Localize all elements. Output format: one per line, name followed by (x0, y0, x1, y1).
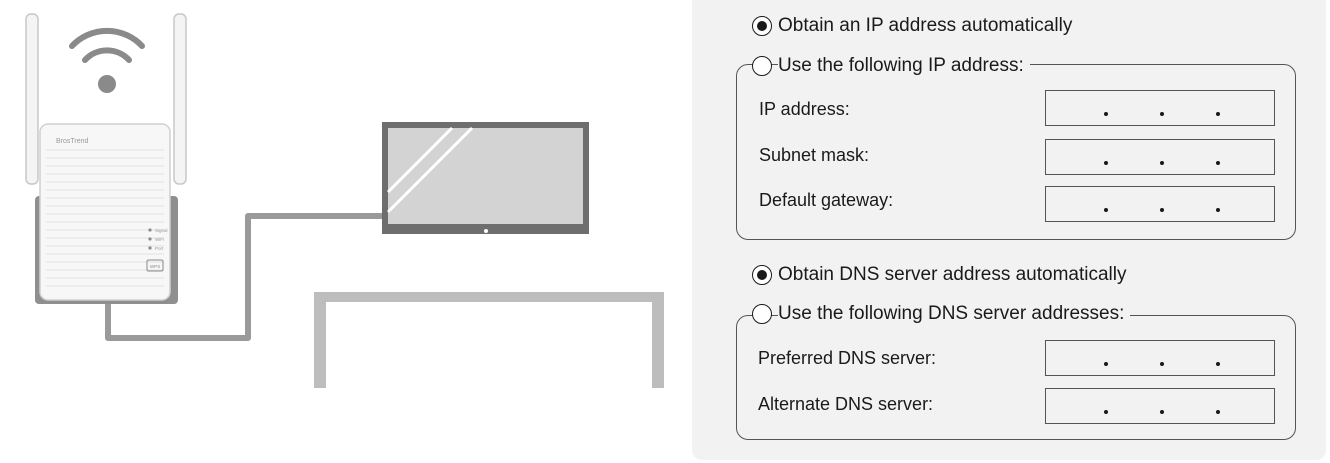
led-label-port: Port (155, 246, 164, 251)
default-gateway-field[interactable] (1045, 186, 1275, 222)
ip-separator-dot (1104, 161, 1108, 165)
ip-manual-radio[interactable] (752, 56, 772, 76)
alternate-dns-label: Alternate DNS server: (758, 394, 934, 414)
ip-separator-dot (1104, 112, 1108, 116)
table-top (314, 292, 664, 302)
monitor-power-dot (484, 229, 488, 233)
dns-manual-radio[interactable] (752, 304, 772, 324)
ip-manual-option[interactable]: Use the following IP address: (752, 55, 1030, 77)
ip-auto-label: Obtain an IP address automatically (778, 15, 1079, 37)
ip-separator-dot (1160, 161, 1164, 165)
default-gateway-label: Default gateway: (759, 190, 894, 210)
right-antenna (173, 13, 187, 185)
wifi-icon-dot (98, 75, 116, 93)
dns-auto-option[interactable]: Obtain DNS server address automatically (752, 264, 1133, 286)
ip-separator-dot (1216, 208, 1220, 212)
monitor-screen (388, 128, 583, 224)
table-left-leg (314, 292, 326, 388)
ip-separator-dot (1160, 410, 1164, 414)
ethernet-cable (105, 213, 384, 341)
left-antenna (25, 13, 39, 185)
dns-auto-radio[interactable] (752, 265, 772, 285)
led-port (148, 246, 152, 250)
preferred-dns-label: Preferred DNS server: (758, 348, 937, 368)
extender-ribs (46, 149, 164, 287)
ip-separator-dot (1216, 112, 1220, 116)
screen-glare-2 (386, 126, 474, 214)
subnet-mask-label: Subnet mask: (759, 145, 870, 165)
network-illustration: BrosTrend Signal WiFi Port WPS (25, 13, 664, 388)
ip-auto-option[interactable]: Obtain an IP address automatically (752, 15, 1079, 37)
ip-separator-dot (1104, 410, 1108, 414)
ip-separator-dot (1104, 208, 1108, 212)
alternate-dns-field[interactable] (1045, 388, 1275, 424)
wps-button (146, 259, 164, 272)
ip-auto-radio[interactable] (752, 16, 772, 36)
dns-manual-option[interactable]: Use the following DNS server addresses: (752, 303, 1131, 325)
dns-auto-label: Obtain DNS server address automatically (778, 264, 1133, 286)
ip-manual-label: Use the following IP address: (778, 55, 1030, 77)
dns-manual-label: Use the following DNS server addresses: (778, 303, 1131, 325)
preferred-dns-field[interactable] (1045, 340, 1275, 376)
led-label-signal: Signal (155, 228, 168, 233)
tcpip-settings-panel: Obtain an IP address automatically Use t… (692, 0, 1326, 460)
wps-button-label: WPS (150, 264, 160, 269)
ip-separator-dot (1104, 362, 1108, 366)
ip-separator-dot (1216, 362, 1220, 366)
ip-separator-dot (1160, 362, 1164, 366)
ip-address-label: IP address: (759, 99, 850, 119)
led-wifi (148, 237, 152, 241)
ip-separator-dot (1216, 161, 1220, 165)
extender-body (39, 123, 171, 301)
wifi-icon (69, 27, 145, 63)
ip-separator-dot (1216, 410, 1220, 414)
ip-address-field[interactable] (1045, 90, 1275, 126)
screen-glare-1 (386, 126, 454, 194)
led-signal (148, 228, 152, 232)
led-label-wifi: WiFi (155, 237, 164, 242)
ip-separator-dot (1160, 208, 1164, 212)
table-right-leg (652, 292, 664, 388)
ip-separator-dot (1160, 112, 1164, 116)
subnet-mask-field[interactable] (1045, 139, 1275, 175)
device-brand-label: BrosTrend (56, 138, 89, 145)
